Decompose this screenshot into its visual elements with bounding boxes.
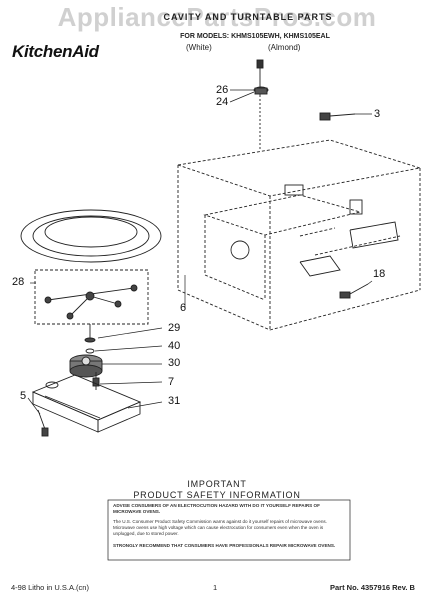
- callout-30: 30: [168, 357, 181, 369]
- safety-box: [107, 499, 351, 561]
- safety-para-2: The U.S. Consumer Product Safety Commiss…: [113, 519, 327, 536]
- callout-40: 40: [168, 340, 181, 352]
- page-title: CAVITY AND TURNTABLE PARTS: [163, 12, 333, 22]
- safety-para-1: ADVISE CONSUMERS OF AN ELECTROCUTION HAZ…: [113, 503, 320, 514]
- callout-6: 6: [180, 302, 187, 314]
- callout-5: 5: [20, 390, 27, 402]
- oven-cavity: [177, 139, 421, 331]
- motor-cover: [31, 374, 142, 433]
- turntable-motor: [69, 354, 103, 378]
- coupler-29: [84, 324, 96, 343]
- safety-para-3: STRONGLY RECOMMEND THAT CONSUMERS HAVE P…: [113, 543, 336, 548]
- kitchenaid-logo: KitchenAid: [12, 42, 99, 61]
- models-line: FOR MODELS: KHMS105EWH, KHMS105EAL: [180, 33, 330, 40]
- variant-almond: (Almond): [268, 43, 301, 52]
- footer-litho: 4-98 Litho in U.S.A.(cn): [11, 583, 89, 592]
- callout-28: 28: [12, 276, 25, 288]
- callout-7: 7: [168, 376, 175, 388]
- top-screw-assembly: [253, 59, 269, 150]
- safety-title-important: IMPORTANT: [187, 479, 247, 489]
- leader-lines: [27, 89, 373, 415]
- callout-18: 18: [373, 268, 386, 280]
- roller-support-box: [34, 269, 149, 325]
- cavity-details: [230, 184, 399, 277]
- safety-title-product: PRODUCT SAFETY INFORMATION: [133, 490, 301, 500]
- roller-support: [44, 284, 138, 320]
- side-screw-18: [339, 283, 369, 299]
- callout-3: 3: [374, 108, 381, 120]
- spacer-40: [85, 348, 95, 354]
- footer-part-number: Part No. 4357916 Rev. B: [330, 583, 415, 592]
- turntable-glass: [20, 209, 162, 263]
- watermark: AppliancePartsPros.com: [57, 2, 377, 32]
- callout-24: 24: [216, 96, 229, 108]
- callout-29: 29: [168, 322, 181, 334]
- footer-page-number: 1: [213, 583, 218, 592]
- variant-white: (White): [186, 43, 212, 52]
- callout-26: 26: [216, 84, 229, 96]
- callout-31: 31: [168, 395, 181, 407]
- cavity-screw-3: [319, 112, 356, 121]
